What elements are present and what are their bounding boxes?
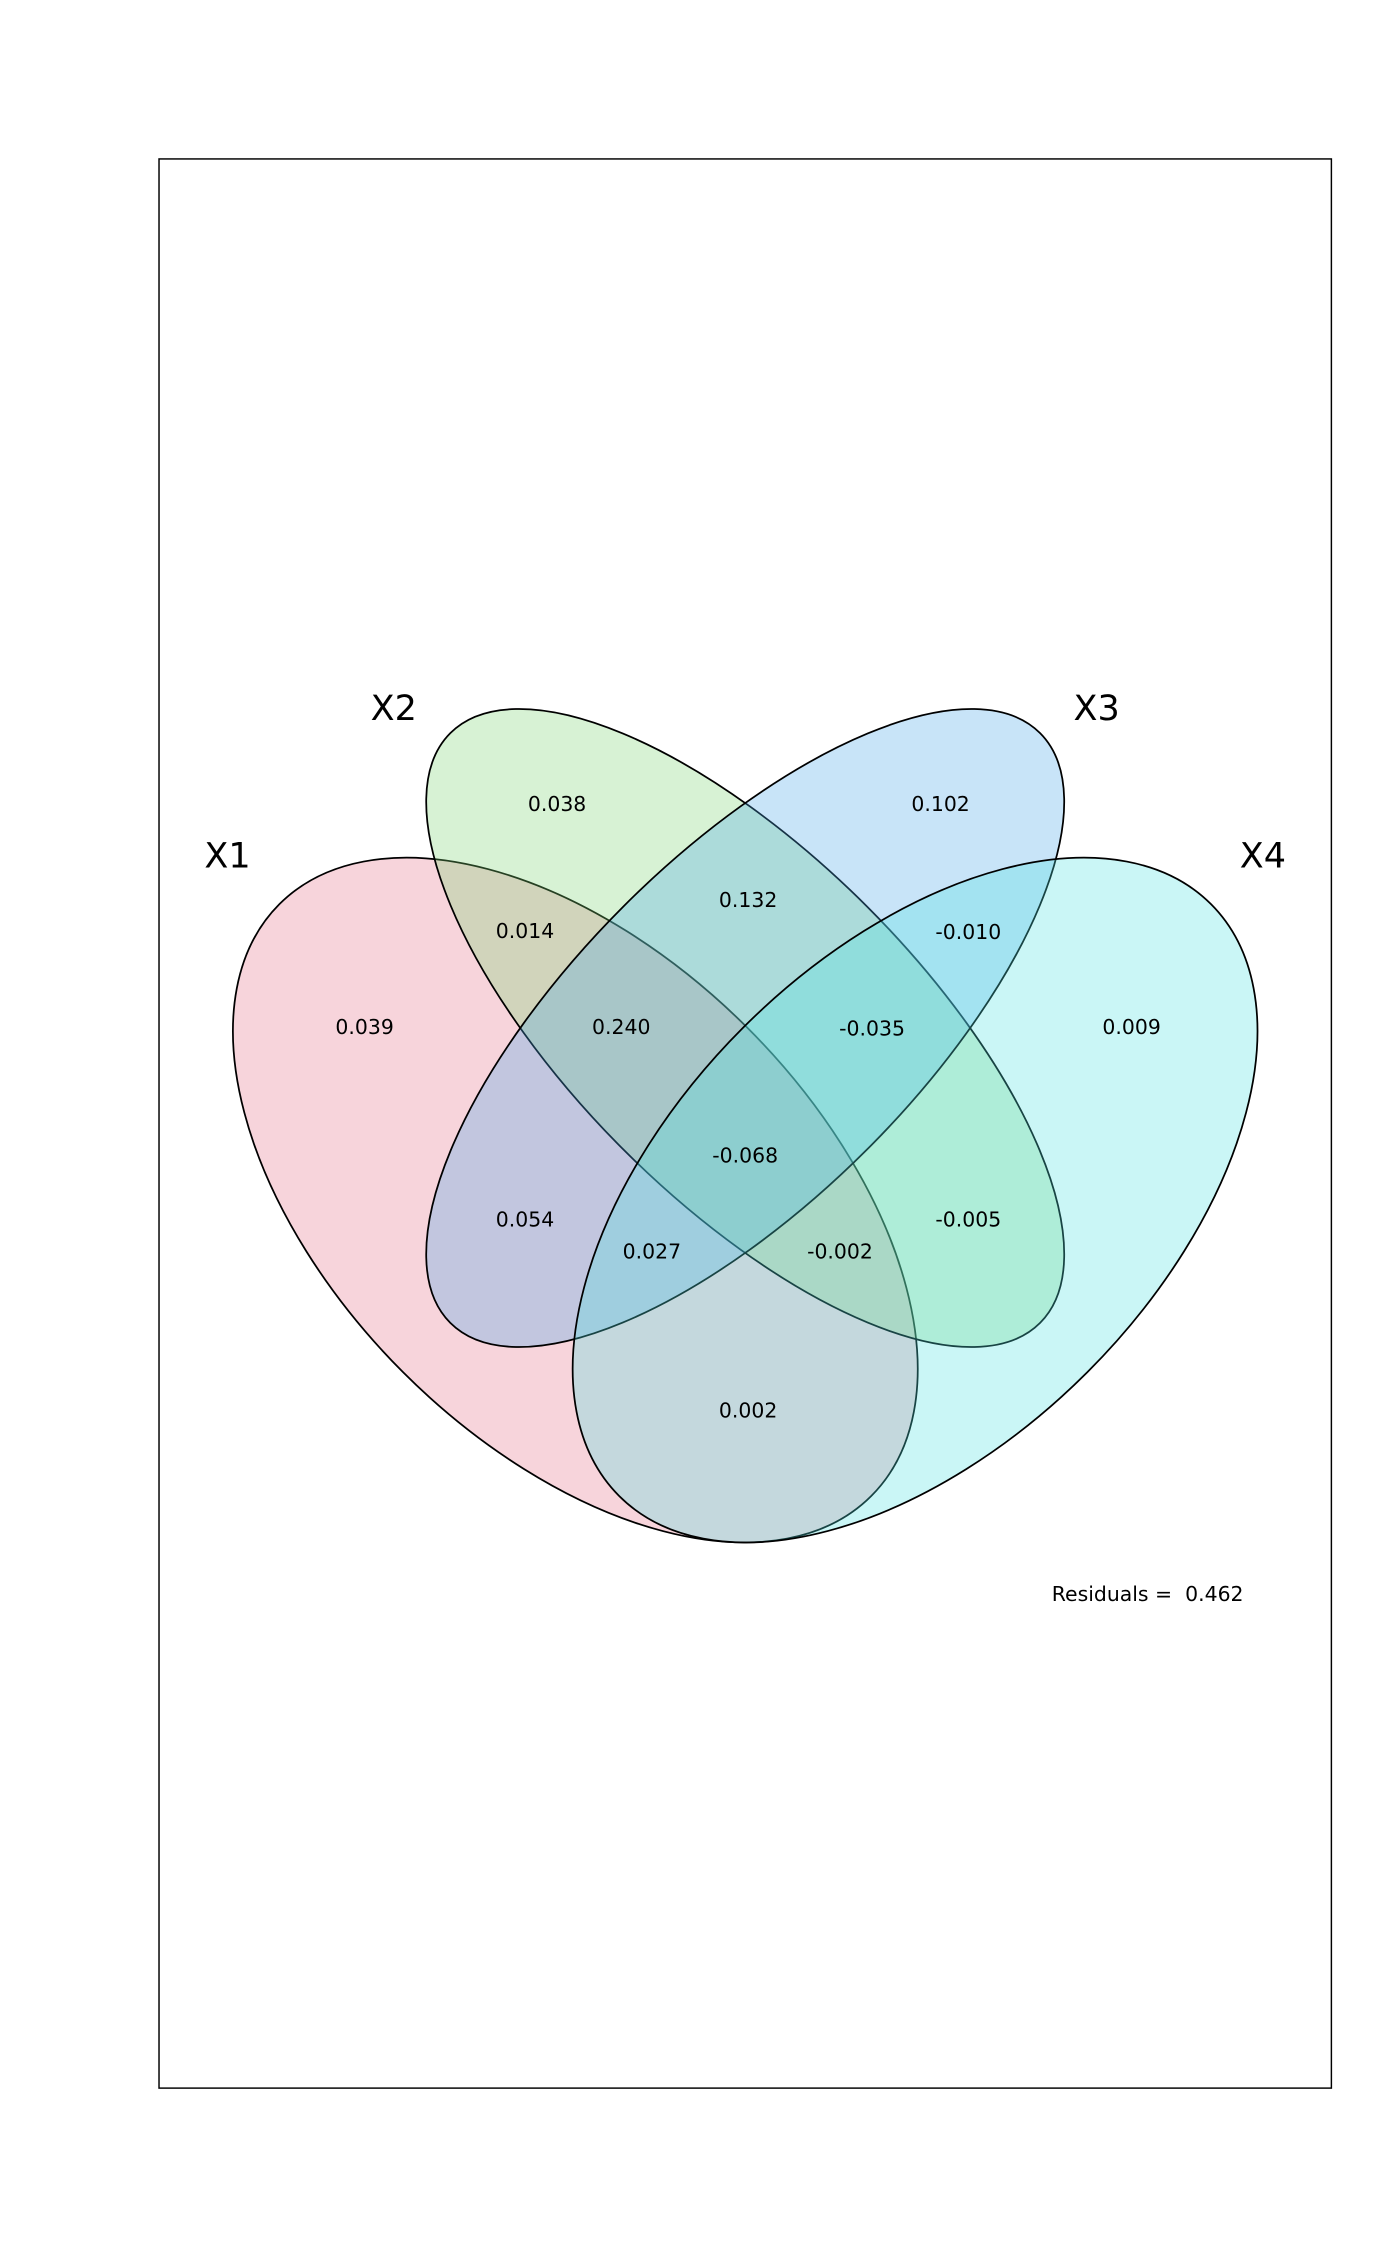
set-label-x2: X2 <box>371 689 417 729</box>
region-label: 0.002 <box>719 1399 777 1423</box>
set-label-x1: X1 <box>204 836 250 876</box>
ellipse-x3 <box>425 708 1066 1348</box>
region-label: -0.068 <box>712 1143 778 1167</box>
region-label: 0.009 <box>1102 1015 1160 1039</box>
region-label: 0.054 <box>496 1207 554 1231</box>
plot-frame <box>158 158 1333 2089</box>
ellipse-x1 <box>232 856 919 1544</box>
set-label-x4: X4 <box>1240 836 1286 876</box>
region-label: -0.010 <box>935 920 1001 944</box>
region-label: 0.102 <box>911 792 969 816</box>
region-label: -0.005 <box>935 1207 1001 1231</box>
residuals-label: Residuals = 0.462 <box>1052 1582 1244 1606</box>
region-label: -0.035 <box>839 1016 905 1040</box>
region-label: -0.002 <box>807 1240 873 1264</box>
region-label: 0.132 <box>719 888 777 912</box>
set-label-x3: X3 <box>1074 689 1120 729</box>
region-label: 0.240 <box>592 1015 650 1039</box>
ellipse-x4 <box>571 856 1259 1544</box>
region-label: 0.038 <box>528 792 586 816</box>
region-label: 0.039 <box>335 1015 393 1039</box>
region-label: 0.027 <box>623 1240 681 1264</box>
region-label: 0.014 <box>496 919 554 943</box>
ellipse-x2 <box>425 708 1066 1348</box>
